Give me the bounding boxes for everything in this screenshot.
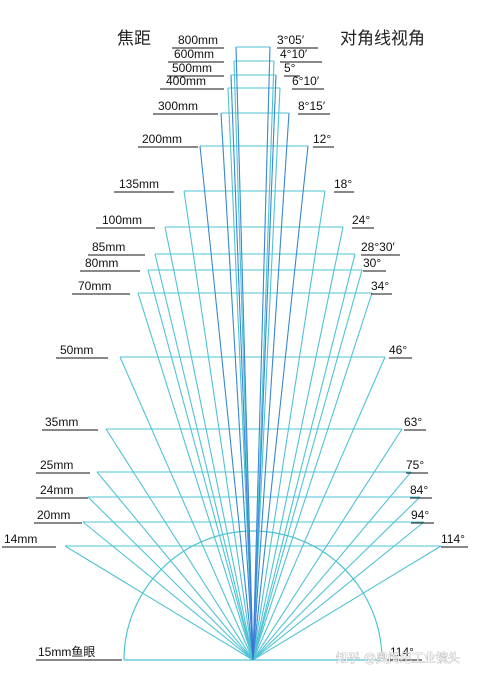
fan-ray-right — [252, 292, 373, 661]
diagonal-angle-label: 5° — [284, 61, 296, 75]
diagonal-angle-label: 34° — [371, 279, 389, 293]
diagonal-angle-label: 8°15′ — [298, 99, 326, 113]
focal-length-label: 25mm — [40, 458, 73, 472]
focal-length-label: 300mm — [158, 99, 198, 113]
fan-ray-right — [252, 428, 403, 661]
diagonal-angle-label: 3°05′ — [277, 33, 305, 47]
inner-ray — [252, 112, 290, 661]
focal-length-label: 600mm — [174, 47, 214, 61]
fan-ray-left — [183, 190, 254, 661]
diagonal-angle-label: 4°10′ — [280, 47, 308, 61]
fisheye-focal-label: 15mm鱼眼 — [38, 645, 95, 659]
row-labels: 800mm 3°05′ 600mm 4°10′ 500mm 5° 400mm 6°10′ 300… — [2, 33, 468, 548]
focal-length-label: 135mm — [119, 177, 159, 191]
focal-length-label: 35mm — [45, 415, 78, 429]
diagonal-angle-label: 18° — [334, 177, 352, 191]
fisheye-angle-label: 114° — [390, 645, 414, 659]
fan-ray-left — [164, 226, 254, 661]
focal-length-label: 20mm — [37, 508, 70, 522]
inner-ray — [220, 112, 254, 661]
angle-fan — [64, 46, 442, 661]
diagonal-angle-label: 84° — [410, 483, 428, 497]
fan-ray-left — [119, 356, 254, 661]
focal-length-label: 500mm — [172, 61, 212, 75]
focal-length-label: 70mm — [78, 279, 111, 293]
fan-ray-left — [227, 87, 254, 661]
fan-ray-right — [252, 356, 386, 661]
focal-length-label: 24mm — [40, 483, 73, 497]
inner-ray — [252, 145, 309, 661]
fan-ray-right — [252, 471, 412, 661]
diagonal-angle-header: 对角线视角 — [340, 29, 425, 49]
diagonal-angle-label: 94° — [411, 508, 429, 522]
fan-ray-right — [252, 496, 421, 661]
inner-ray — [235, 46, 254, 661]
fisheye-arc — [123, 530, 383, 661]
fan-ray-left — [64, 545, 254, 661]
inner-ray — [252, 46, 271, 661]
fan-ray-left — [137, 292, 254, 661]
fan-ray-right — [252, 521, 425, 661]
fan-ray-left — [105, 428, 254, 661]
inner-ray — [230, 74, 254, 661]
watermark: 知乎 @奥闽纪工业镜头 — [336, 650, 460, 665]
focal-length-header: 焦距 — [117, 29, 151, 49]
focal-length-label: 200mm — [142, 132, 182, 146]
diagonal-angle-label: 63° — [404, 415, 422, 429]
focal-length-label: 400mm — [166, 74, 206, 88]
fan-ray-right — [252, 190, 326, 661]
fisheye-row: 15mm鱼眼 114° — [36, 645, 422, 661]
diagonal-angle-label: 12° — [313, 132, 331, 146]
diagonal-angle-label: 28°30′ — [361, 240, 395, 254]
fan-ray-left — [87, 496, 254, 661]
inner-ray — [199, 145, 254, 661]
diagonal-angle-label: 6°10′ — [292, 74, 320, 88]
inner-ray — [252, 74, 277, 661]
focal-length-label: 100mm — [102, 213, 142, 227]
diagonal-angle-label: 75° — [406, 458, 424, 472]
focal-length-label: 800mm — [178, 33, 218, 47]
fan-ray-left — [154, 253, 254, 661]
fan-ray-right — [252, 87, 281, 661]
fan-ray-left — [96, 471, 254, 661]
focal-length-label: 50mm — [60, 343, 93, 357]
diagonal-angle-label: 30° — [363, 256, 381, 270]
fan-ray-right — [252, 545, 442, 661]
focal-length-label: 14mm — [4, 532, 37, 546]
fan-ray-left — [147, 269, 254, 661]
fan-ray-right — [252, 253, 356, 661]
fan-ray-left — [82, 521, 254, 661]
fan-ray-right — [252, 226, 344, 661]
diagonal-angle-label: 46° — [389, 343, 407, 357]
fan-ray-right — [252, 269, 363, 661]
focal-length-label: 85mm — [92, 240, 125, 254]
diagonal-angle-label: 24° — [352, 213, 370, 227]
diagonal-angle-label: 114° — [441, 532, 465, 546]
focal-length-label: 80mm — [85, 256, 118, 270]
